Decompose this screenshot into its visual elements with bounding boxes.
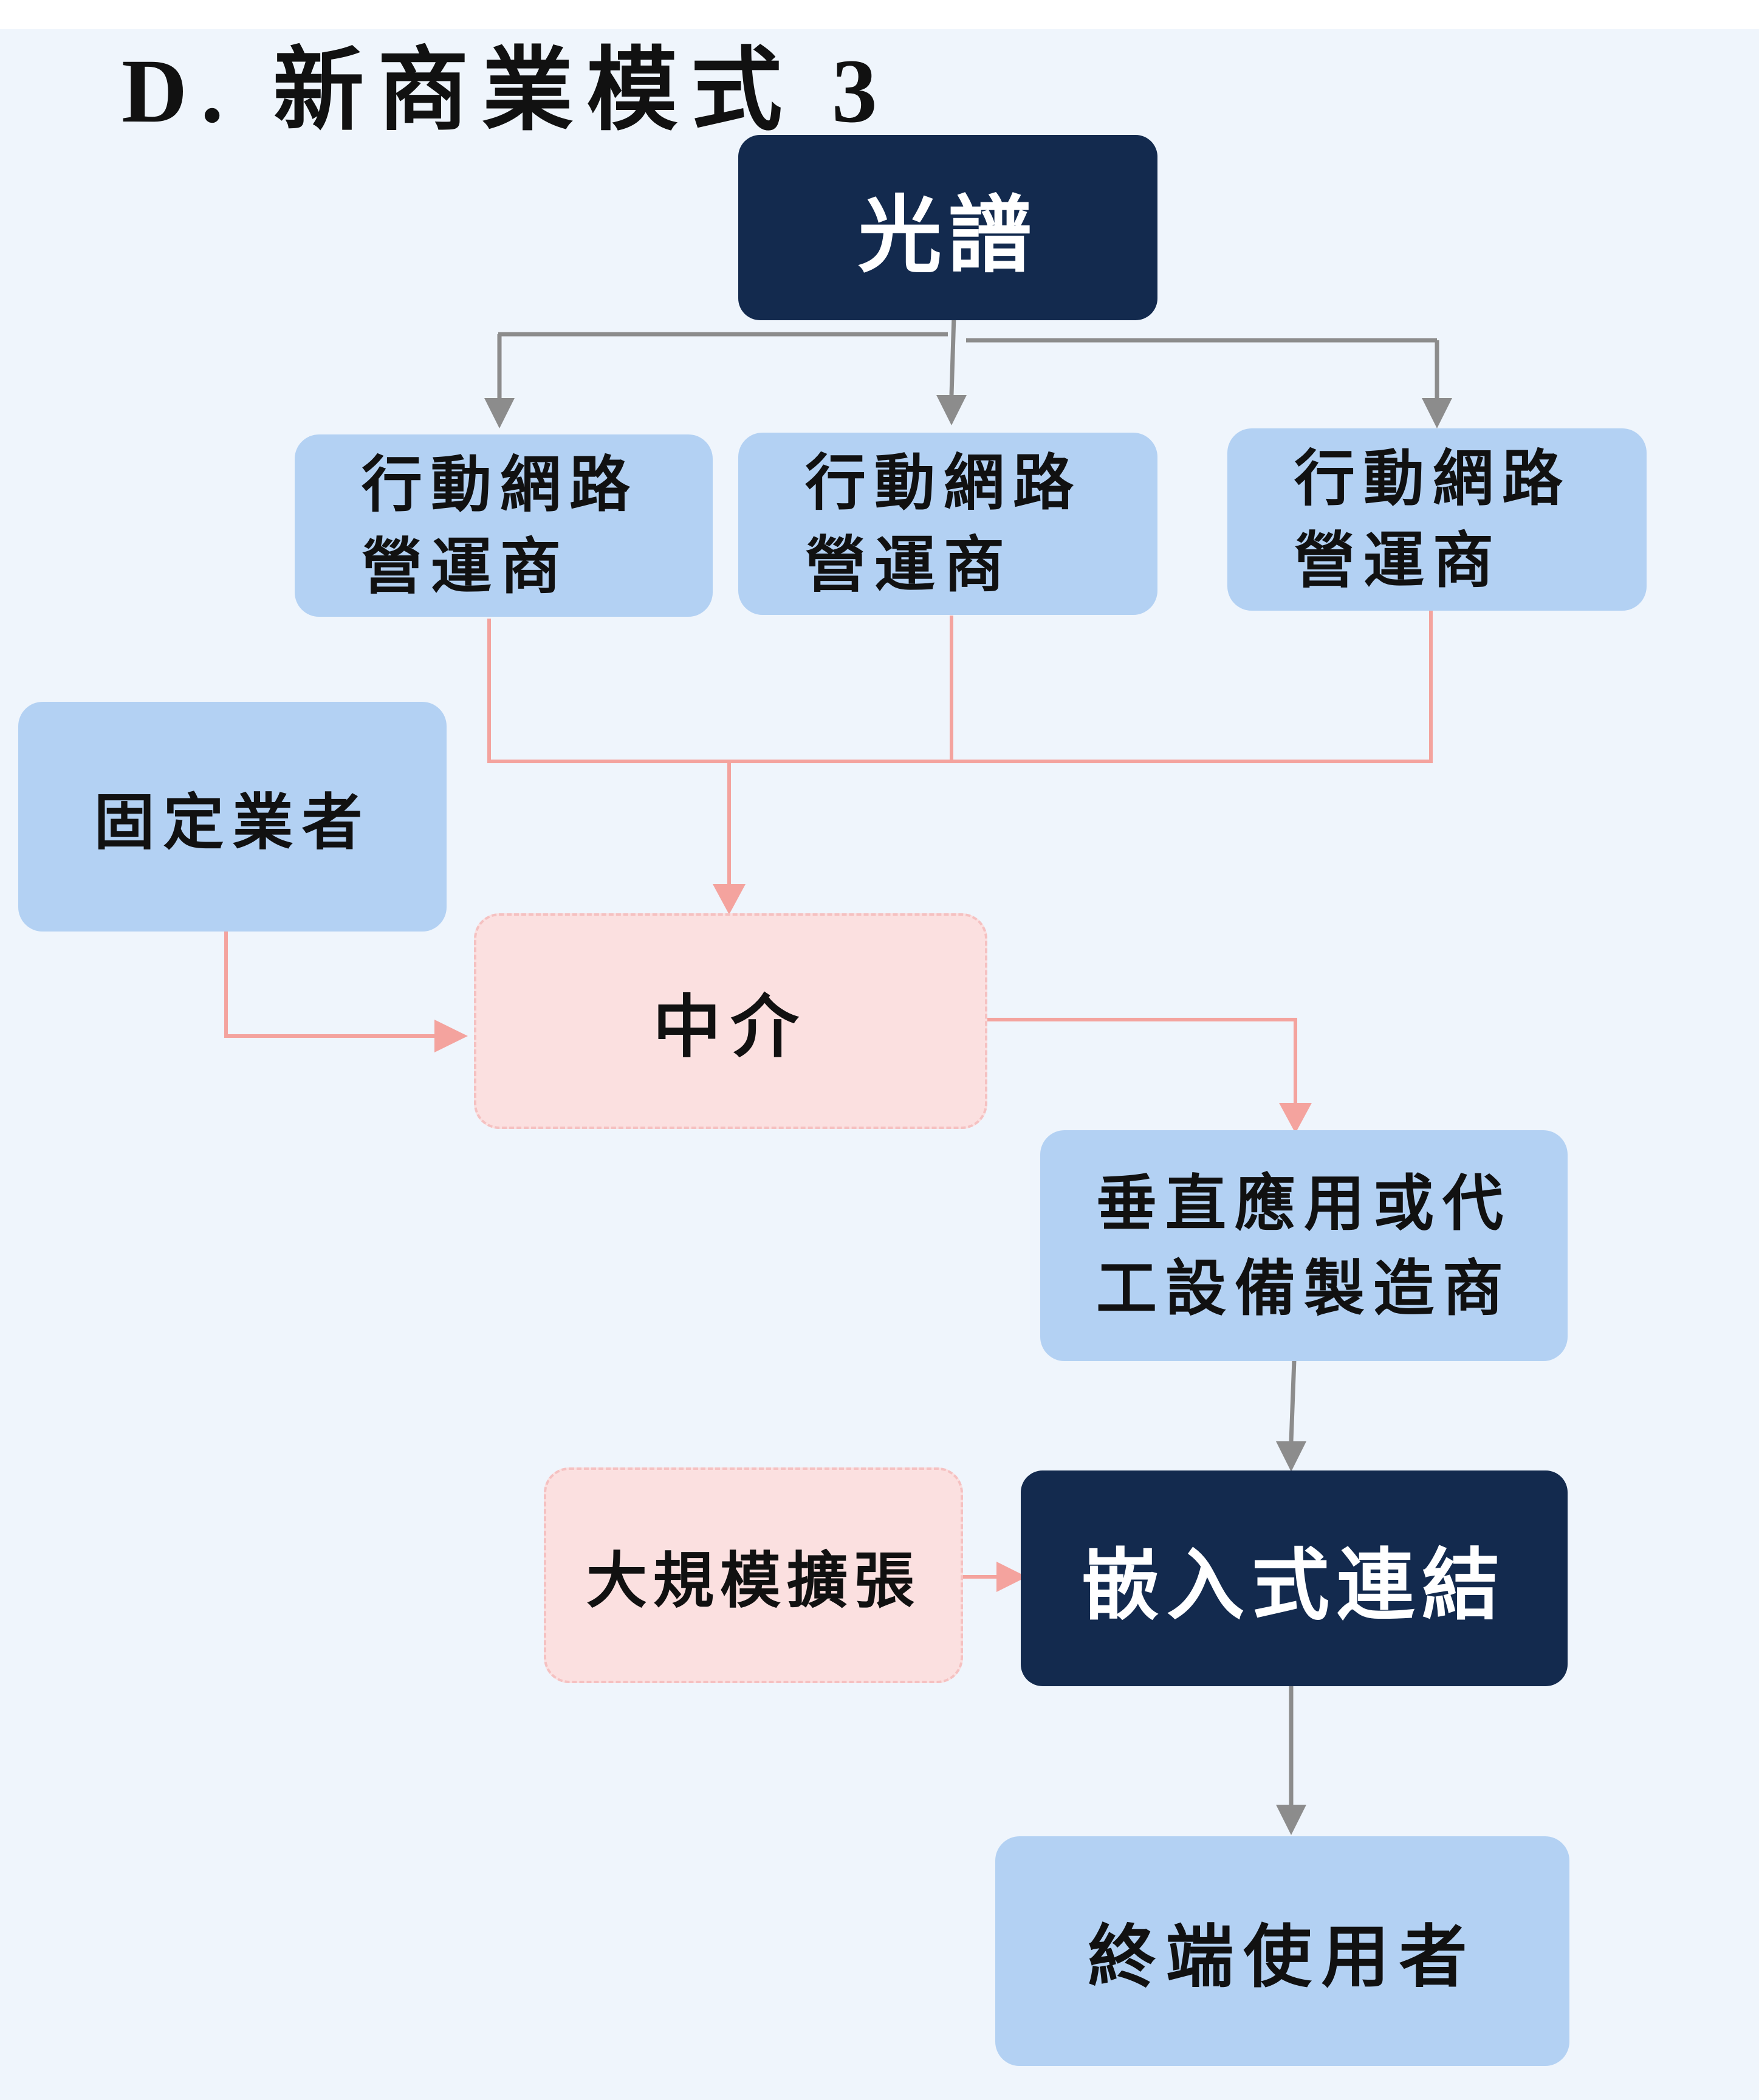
- node-embedded: 嵌入式連結: [1021, 1470, 1568, 1686]
- node-operator-3: 行動網路 營運商: [1227, 428, 1647, 611]
- arrowhead-operator-3: [1422, 398, 1452, 428]
- arrowhead-intermediary-top: [713, 884, 746, 914]
- node-scale-label: 大規模擴張: [586, 1545, 921, 1616]
- connector-vertical-to-embedded: [1289, 1359, 1297, 1442]
- node-operator-1-label: 行動網路 營運商: [362, 448, 639, 602]
- node-intermediary-label: 中介: [653, 987, 809, 1067]
- connector-to-operator-2: [949, 315, 956, 396]
- arrowhead-operator-2: [936, 395, 967, 425]
- arrowhead-embedded: [1276, 1441, 1306, 1472]
- connector-fixed-to-intermediary: [224, 927, 434, 1038]
- gray-arrowheads: [484, 395, 1452, 1835]
- node-vertical: 垂直應用或代 工設備製造商: [1040, 1130, 1568, 1361]
- node-operator-3-label: 行動網路 營運商: [1294, 442, 1571, 596]
- page-title: D. 新商業模式 3: [122, 41, 891, 142]
- arrowhead-enduser: [1276, 1805, 1306, 1835]
- arrowhead-vertical: [1279, 1103, 1312, 1133]
- node-fixed-label: 固定業者: [94, 786, 371, 858]
- node-end-user: 終端使用者: [995, 1836, 1569, 2066]
- node-end-user-label: 終端使用者: [1088, 1917, 1477, 1997]
- pink-connectors: [224, 611, 1433, 1579]
- node-operator-1: 行動網路 營運商: [295, 434, 713, 617]
- node-spectrum-label: 光譜: [857, 185, 1038, 284]
- node-operator-2-label: 行動網路 營運商: [805, 447, 1082, 600]
- node-fixed: 固定業者: [18, 702, 447, 932]
- node-intermediary: 中介: [474, 913, 987, 1129]
- connector-spectrum-split: [498, 332, 1437, 343]
- arrowhead-intermediary-left: [434, 1020, 468, 1052]
- arrowhead-embedded-left: [996, 1562, 1027, 1592]
- connector-intermediary-to-vertical: [984, 1018, 1297, 1103]
- pink-arrowheads: [434, 884, 1312, 1592]
- node-scale: 大規模擴張: [544, 1467, 963, 1683]
- gray-connectors: [497, 315, 1439, 1805]
- node-embedded-label: 嵌入式連結: [1081, 1540, 1507, 1631]
- arrowhead-operator-1: [484, 398, 515, 428]
- node-spectrum: 光譜: [738, 135, 1157, 320]
- node-vertical-label: 垂直應用或代 工設備製造商: [1096, 1167, 1512, 1324]
- node-operator-2: 行動網路 營運商: [738, 433, 1157, 615]
- connector-operators-merge: [487, 611, 1433, 763]
